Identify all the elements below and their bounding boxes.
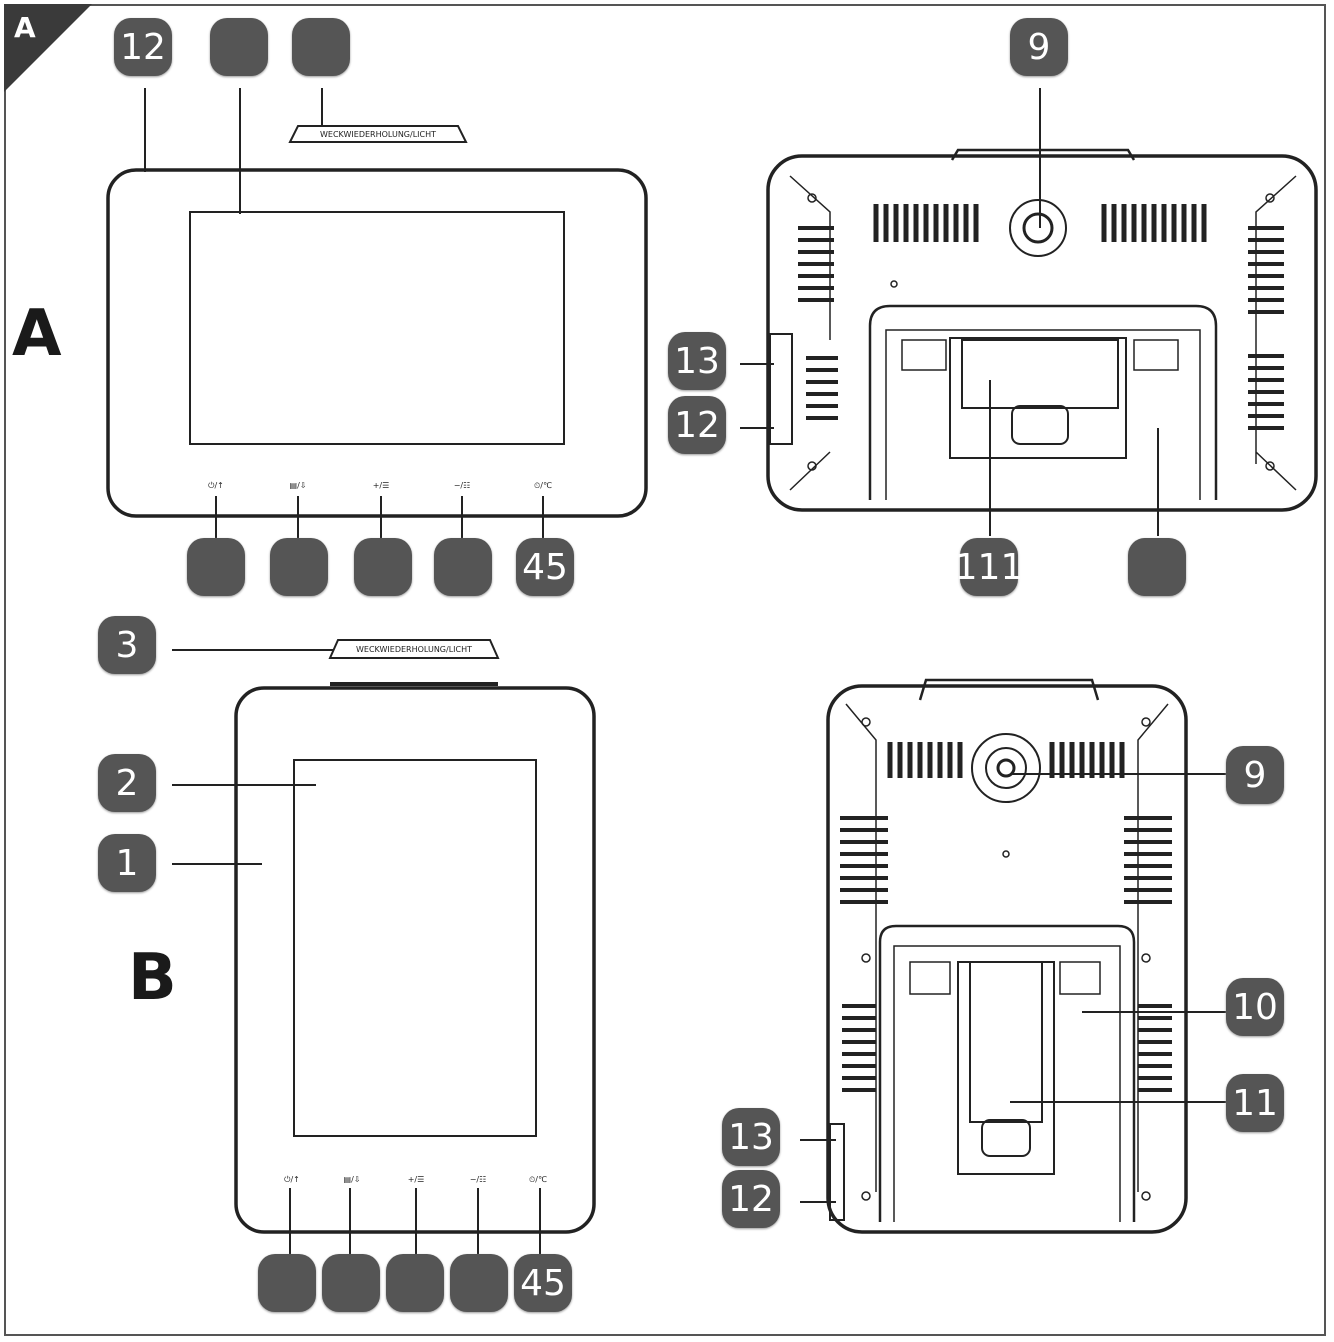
callout-b-back-11: 11: [1226, 1074, 1284, 1132]
callout-b-front-key-2: [322, 1254, 380, 1312]
b-front-key-5: ⏲/℃: [529, 1175, 547, 1184]
view-b-label: B: [128, 941, 177, 1015]
callout-b-front-key-3: [386, 1254, 444, 1312]
callout-a-front-key-3: [354, 538, 412, 596]
callout-a-front-key-1: [187, 538, 245, 596]
b-front-key-1: ⏻/↑: [284, 1175, 300, 1184]
a-front-device: WECKWIEDERHOLUNG/LICHT ⏻/↑ ▤/⇩ +/☰ −/☷ ⏲…: [106, 88, 648, 540]
a-front-key-2: ▤/⇩: [290, 481, 307, 490]
callout-b-front-45: 45: [514, 1254, 572, 1312]
callout-b-front-1: 1: [98, 834, 156, 892]
corner-tab: [4, 4, 92, 92]
callout-a-front-strip: [292, 18, 350, 76]
corner-label: A: [14, 11, 36, 44]
callout-b-front-3: 3: [98, 616, 156, 674]
callout-a-back-13: 13: [668, 332, 726, 390]
callout-b-back-13: 13: [722, 1108, 780, 1166]
callout-a-front-12: 12: [114, 18, 172, 76]
a-front-strip-text: WECKWIEDERHOLUNG/LICHT: [320, 130, 436, 139]
callout-b-back-9: 9: [1226, 746, 1284, 804]
callout-a-front-45: 45: [516, 538, 574, 596]
b-front-strip-text: WECKWIEDERHOLUNG/LICHT: [356, 645, 472, 654]
callout-a-front-key-4: [434, 538, 492, 596]
callout-b-back-12: 12: [722, 1170, 780, 1228]
b-front-key-3: +/☰: [408, 1175, 425, 1184]
b-front-key-2: ▤/⇩: [344, 1175, 361, 1184]
b-back-device: [800, 678, 1226, 1234]
a-front-key-4: −/☷: [454, 481, 471, 490]
view-a-label: A: [12, 297, 62, 371]
b-front-device: WECKWIEDERHOLUNG/LICHT ⏻/↑ ▤/⇩ +/☰ −/☷ ⏲…: [172, 639, 596, 1254]
b-front-key-4: −/☷: [470, 1175, 487, 1184]
callout-b-back-10: 10: [1226, 978, 1284, 1036]
callout-a-front-key-2: [270, 538, 328, 596]
callout-a-back-stand: [1128, 538, 1186, 596]
figure-frame: [4, 4, 1326, 1336]
a-front-key-1: ⏻/↑: [208, 481, 224, 490]
callout-a-back-12: 12: [668, 396, 726, 454]
callout-b-front-key-4: [450, 1254, 508, 1312]
a-front-key-5: ⏲/℃: [534, 481, 552, 490]
callout-a-back-9: 9: [1010, 18, 1068, 76]
a-back-device: [740, 88, 1318, 536]
callout-a-back-111: 111: [955, 538, 1023, 596]
a-front-key-3: +/☰: [373, 481, 390, 490]
callout-b-front-key-1: [258, 1254, 316, 1312]
callout-a-front-screen: [210, 18, 268, 76]
callout-b-front-2: 2: [98, 754, 156, 812]
